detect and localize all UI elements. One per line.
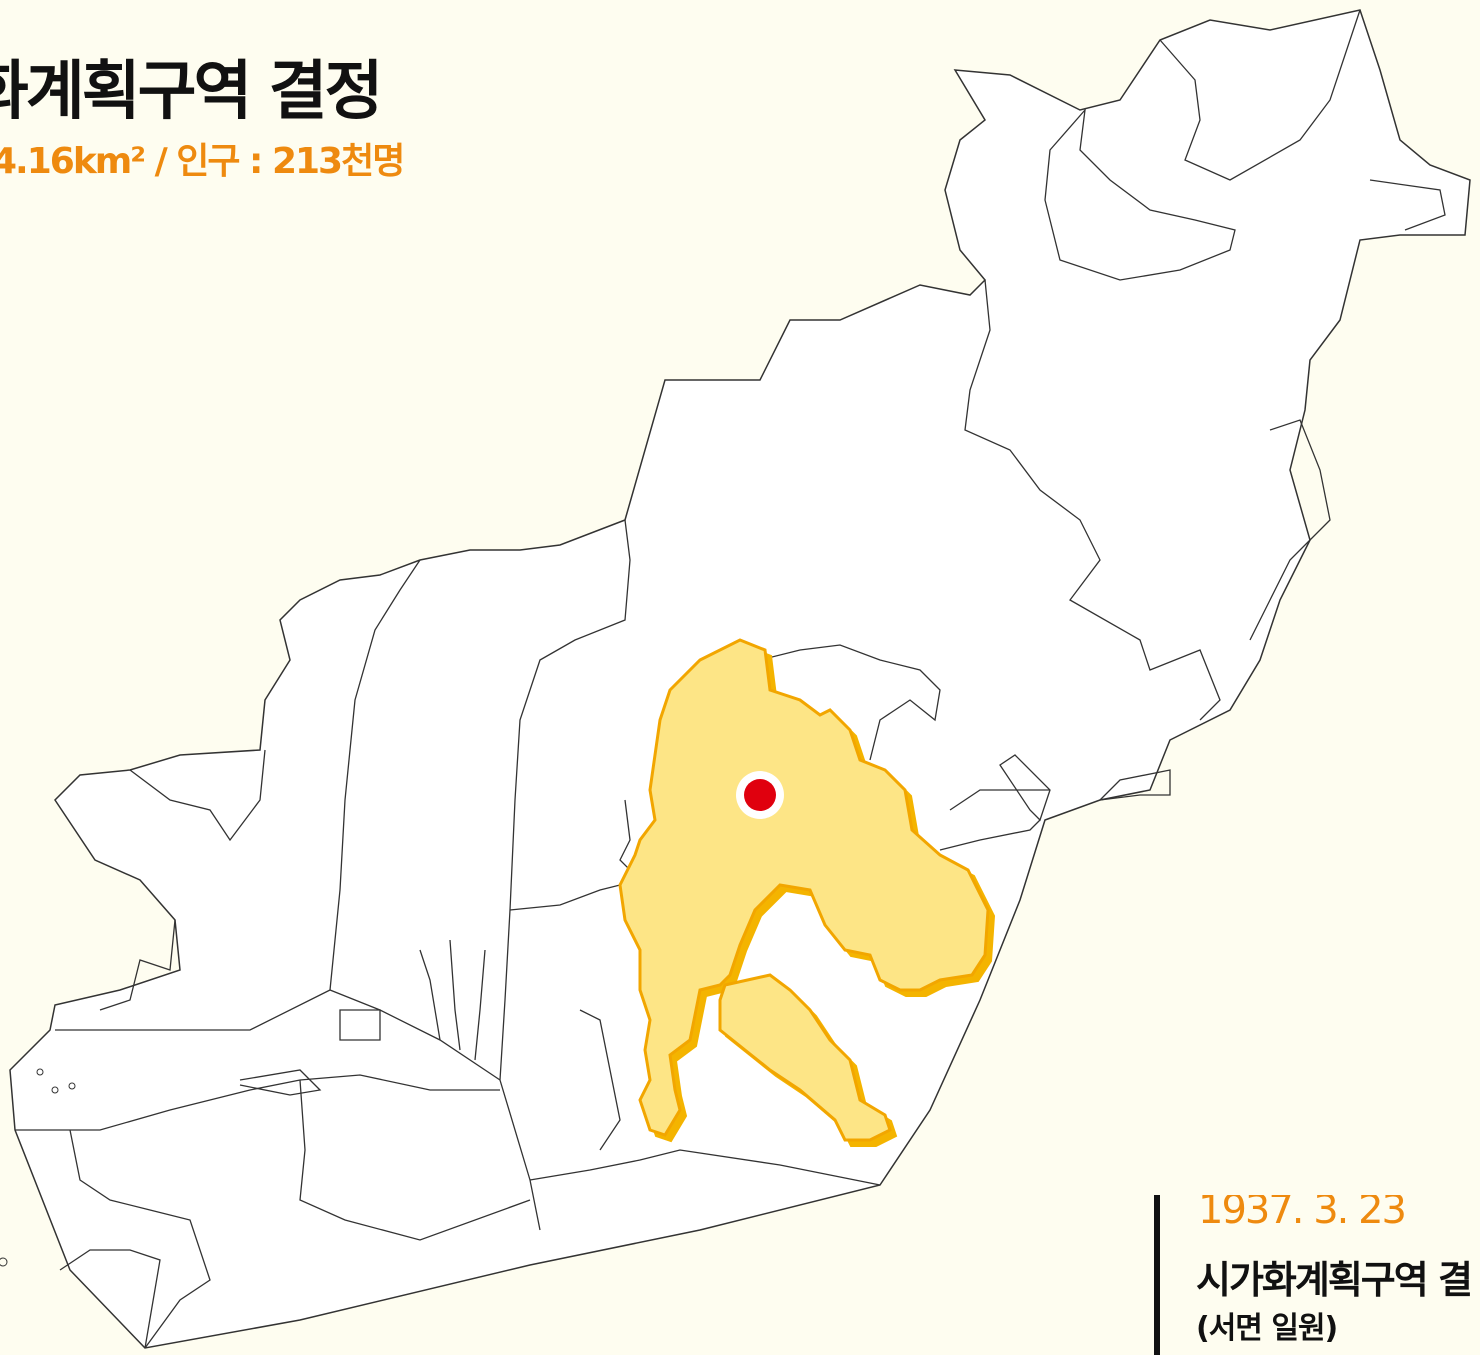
planned-urban-area bbox=[618, 638, 996, 1147]
islet-markers bbox=[0, 1068, 76, 1267]
red-dot-marker-icon bbox=[736, 771, 784, 819]
event-area: (서면 일원) bbox=[1196, 1311, 1338, 1346]
page-title: 화계획구역 결정 bbox=[0, 55, 383, 129]
event-info: 1937. 3. 23 시가화계획구역 결 (서면 일원) bbox=[1154, 1195, 1480, 1355]
page-subtitle: 4.16km² / 인구 : 213천명 bbox=[0, 141, 405, 182]
event-date: 1937. 3. 23 bbox=[1198, 1195, 1407, 1233]
divider-bar bbox=[1154, 1195, 1160, 1355]
event-description: 시가화계획구역 결 bbox=[1196, 1258, 1473, 1302]
district-boundaries bbox=[15, 9, 1446, 1349]
